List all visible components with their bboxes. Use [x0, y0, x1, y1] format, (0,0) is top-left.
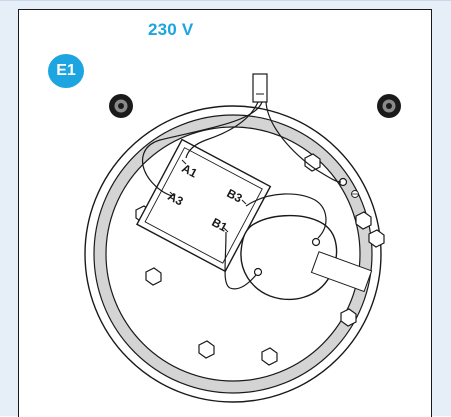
mounting-hole-left: [109, 94, 133, 118]
wire-b3-lamp: [245, 193, 327, 239]
hex-nut-top-right: [304, 153, 321, 172]
lamp-bracket: [310, 251, 373, 293]
earth-screw: [338, 177, 359, 198]
terminal-b1: B1: [209, 213, 235, 237]
wiring: [142, 101, 342, 290]
terminal-a1-label: A1: [179, 161, 199, 181]
hex-nut-left-lower: [145, 267, 162, 286]
hex-nut-bottom-left: [198, 340, 215, 359]
cable-entry-connector: [252, 73, 268, 103]
figure-badge: E1: [48, 54, 84, 88]
lamp-holder: [240, 214, 338, 300]
terminal-ticks: [169, 159, 247, 233]
wire-b1-lamp: [224, 231, 257, 290]
terminal-b3-label: B3: [224, 186, 244, 206]
hex-nut-right-upper: [355, 211, 372, 230]
mounting-hole-right: [377, 94, 401, 118]
lamp-contact-1: [311, 237, 321, 247]
hex-nut-bottom-right: [261, 347, 278, 366]
wire-supply-earth: [265, 101, 342, 183]
lamp-contact-2: [253, 267, 263, 277]
hex-nut-right: [368, 229, 385, 248]
terminal-a1: A1: [179, 159, 205, 183]
hex-nut-right-lower: [340, 308, 357, 327]
wire-supply-a3: [142, 101, 263, 197]
terminal-a3-label: A3: [165, 189, 185, 209]
voltage-label: 230 V: [148, 20, 194, 39]
terminal-b1-label: B1: [209, 215, 229, 235]
